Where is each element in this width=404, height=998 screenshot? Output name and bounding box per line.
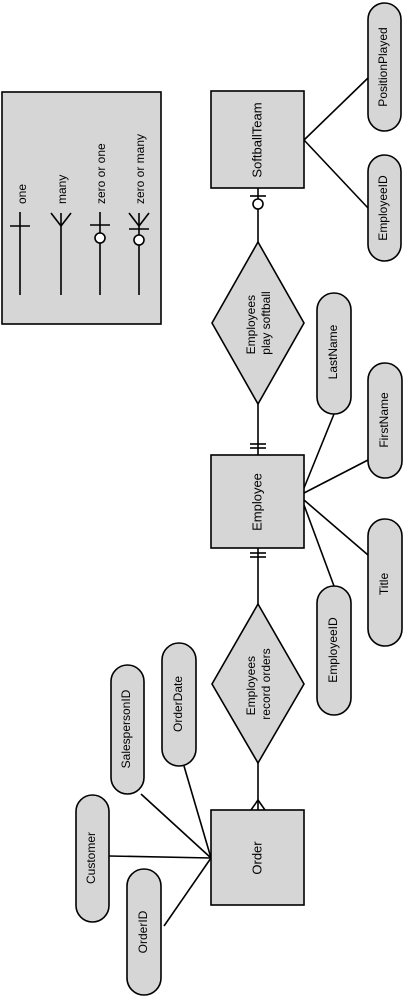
attribute-label: PositionPlayed (376, 27, 390, 106)
attribute-label: SalespersonID (119, 689, 133, 768)
attribute-pill (110, 664, 145, 795)
attribute-softball-employee-id: EmployeeID (367, 154, 402, 262)
attribute-title: Title (367, 518, 403, 647)
attribute-label: Customer (84, 832, 98, 884)
employee-first-name-link (303, 459, 369, 494)
attribute-first-name: FirstName (367, 362, 403, 479)
relationship-label-line-2: record orders (259, 648, 273, 719)
attribute-pill (316, 585, 352, 716)
legend-many-label: many (55, 175, 69, 204)
legend-many-symbol-icon (50, 212, 72, 295)
entity-box (210, 809, 305, 906)
employee-title-link (303, 499, 369, 556)
attribute-label: OrderDate (171, 676, 185, 732)
legend-one-symbol-icon (10, 212, 30, 295)
entity-box (210, 90, 305, 189)
relationship-label: Employees play softball (244, 291, 273, 354)
legend-zero-or-many-label: zero or many (133, 134, 147, 204)
entity-label: SoftballTeam (249, 102, 264, 177)
relationship-play-softball: Employees play softball (211, 240, 305, 406)
employee-last-name-link (303, 413, 335, 489)
relationship-label-line-1: Employees (244, 295, 258, 354)
entity-employee: Employee (210, 454, 305, 549)
relationship-diamond (211, 240, 305, 406)
relationship-label-line-2: play softball (259, 291, 273, 354)
attribute-label: OrderID (136, 910, 150, 953)
employee-employee-id-link (303, 504, 335, 587)
attribute-pill (367, 362, 403, 479)
attribute-pill (126, 868, 162, 996)
attribute-pill (75, 794, 110, 923)
attribute-salesperson-id: SalespersonID (110, 664, 145, 795)
order-order-id-link (163, 857, 212, 927)
legend: one many zero or one zero or many (1, 91, 162, 325)
order-salesperson-id-link (140, 793, 212, 859)
attribute-pill (161, 642, 197, 767)
legend-zero-or-many-symbol-icon (128, 212, 150, 295)
zero-or-one-marker-icon (250, 195, 266, 210)
one-marker-icon (250, 443, 266, 449)
entity-softball-team: SoftballTeam (210, 90, 305, 189)
attribute-employee-id: EmployeeID (316, 585, 352, 716)
order-order-date-link (183, 765, 212, 859)
relationship-label: Employees record orders (244, 648, 273, 719)
relationship-diamond (211, 602, 305, 765)
attribute-pill (316, 292, 352, 415)
connectors (108, 77, 369, 927)
relationship-record-orders: Employees record orders (211, 602, 305, 765)
softball-employee-id-link (303, 139, 369, 209)
legend-one-label: one (15, 184, 29, 204)
legend-zero-or-one-label: zero or one (94, 143, 108, 204)
attribute-pill (367, 2, 402, 132)
attribute-customer: Customer (75, 794, 110, 923)
legend-zero-or-one-symbol-icon (90, 212, 110, 295)
entity-label: Order (249, 841, 264, 875)
attribute-label: Title (377, 573, 391, 596)
softball-position-played-link (303, 77, 369, 141)
one-marker-icon (250, 552, 266, 558)
attribute-label: LastName (326, 324, 340, 379)
entity-box (210, 454, 305, 549)
entity-label: Employee (249, 473, 264, 531)
entity-order: Order (210, 809, 305, 906)
attribute-order-id: OrderID (126, 868, 162, 996)
attribute-order-date: OrderDate (161, 642, 197, 767)
order-customer-link (108, 855, 212, 859)
attribute-label: EmployeeID (326, 617, 340, 683)
cardinality-marks (250, 195, 266, 811)
attribute-pill (367, 518, 403, 647)
crows-foot-marker-icon (250, 799, 266, 811)
attribute-last-name: LastName (316, 292, 352, 415)
attribute-position-played: PositionPlayed (367, 2, 402, 132)
attribute-pill (367, 154, 402, 262)
attribute-label: EmployeeID (376, 175, 390, 241)
relationship-label-line-1: Employees (244, 656, 258, 715)
legend-box (1, 91, 162, 325)
attribute-label: FirstName (377, 392, 391, 448)
